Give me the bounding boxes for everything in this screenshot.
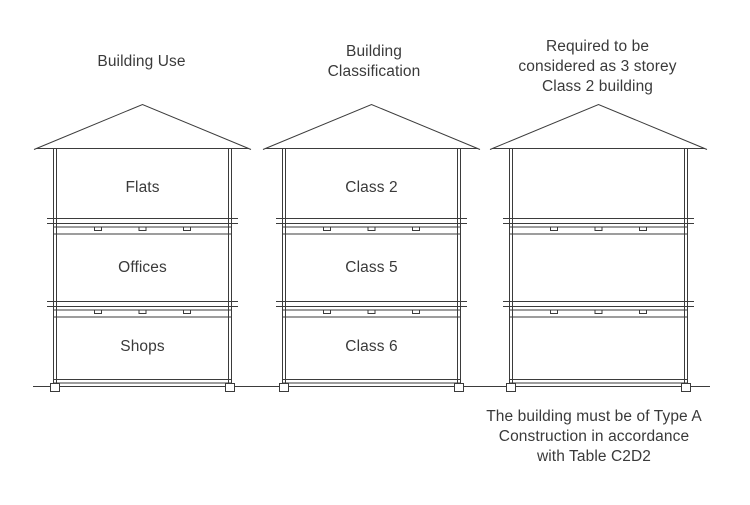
title-line: Building <box>346 43 402 60</box>
footnote-line: The building must be of Type A <box>486 408 702 425</box>
title-line: considered as 3 storey <box>518 58 677 75</box>
required-building-structure <box>489 104 708 392</box>
floor-label-flats: Flats <box>125 179 160 196</box>
floor-label-class-6: Class 6 <box>345 338 398 355</box>
floor-label-class-5: Class 5 <box>345 259 398 276</box>
building-classification-title: Building Classification <box>328 42 421 82</box>
required-building-title: Required to be considered as 3 storey Cl… <box>518 37 676 97</box>
title-line: Classification <box>327 63 421 80</box>
title-line: Building Use <box>97 53 186 70</box>
title-line: Required to be <box>545 38 650 55</box>
footnote-line: Construction in accordance <box>498 428 690 445</box>
floor-label-shops: Shops <box>120 338 165 355</box>
title-line: Class 2 building <box>541 78 654 95</box>
floor-label-offices: Offices <box>118 259 167 276</box>
construction-footnote: The building must be of Type A Construct… <box>486 407 702 467</box>
building-use-title: Building Use <box>97 52 185 72</box>
footnote-line: with Table C2D2 <box>536 448 652 465</box>
floor-label-class-2: Class 2 <box>345 179 398 196</box>
